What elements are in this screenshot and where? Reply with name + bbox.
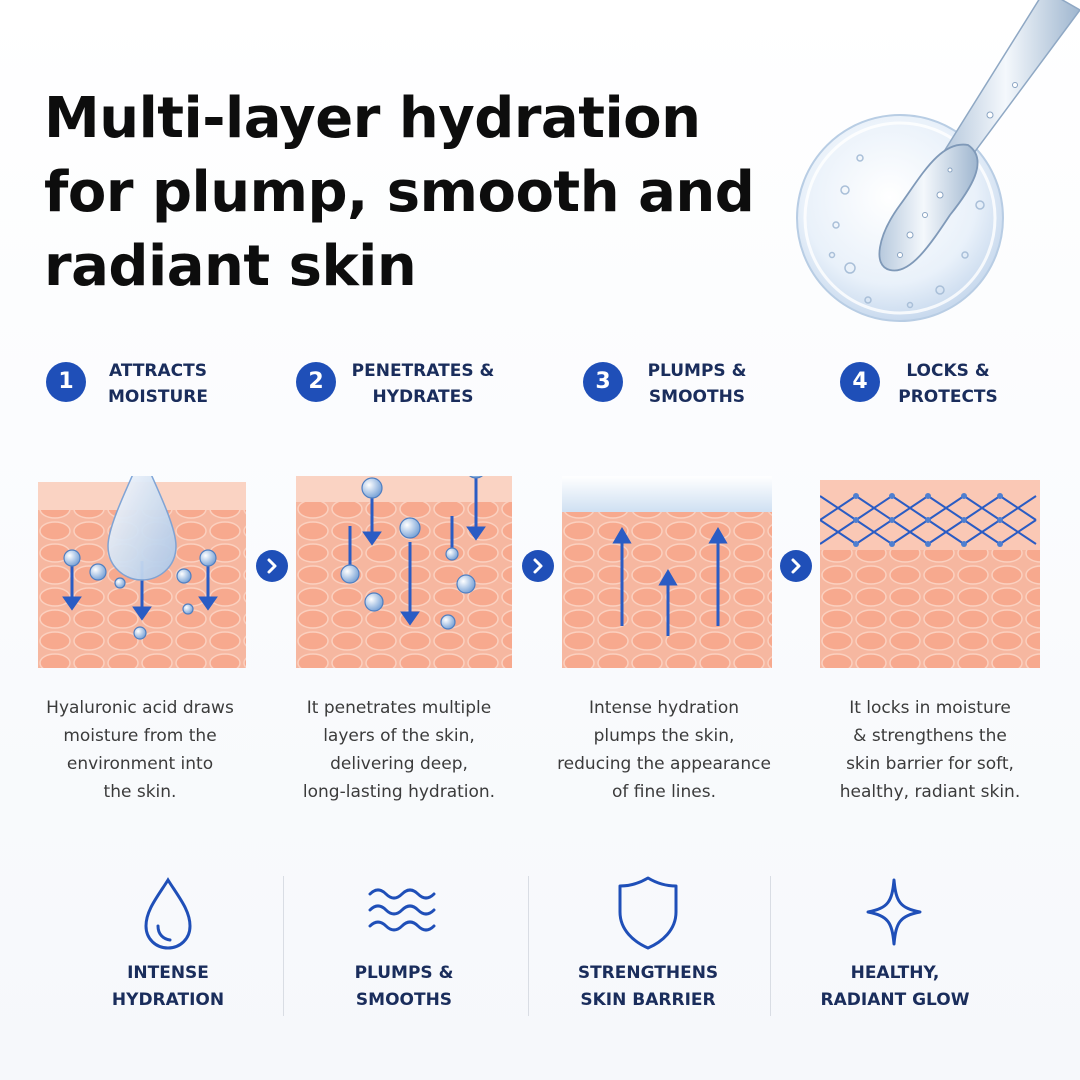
step-2-desc-line-3: delivering deep,: [330, 754, 468, 774]
benefit-divider-1: [283, 876, 284, 1016]
next-step-arrow-2: [522, 550, 554, 582]
step-4-title-line-2: PROTECTS: [898, 387, 998, 407]
page-title: Multi-layer hydration for plump, smooth …: [44, 82, 764, 304]
sparkle-icon: [866, 878, 922, 946]
step-3-desc-line-3: reducing the appearance: [557, 754, 771, 774]
step-2-description: It penetrates multiple layers of the ski…: [279, 694, 519, 806]
title-line-3: radiant skin: [44, 234, 417, 299]
step-1-header: 1 ATTRACTS MOISTURE: [46, 358, 246, 414]
step-4-desc-line-4: healthy, radiant skin.: [839, 782, 1021, 802]
serum-dropper-illustration: [796, 0, 1080, 322]
step-4-title: LOCKS & PROTECTS: [896, 358, 1000, 410]
step-2-title-line-1: PENETRATES &: [351, 361, 495, 381]
benefit-3-label: STRENGTHENS SKIN BARRIER: [538, 960, 758, 1014]
step-2-desc-line-1: It penetrates multiple: [306, 698, 492, 718]
step-2-number: 2: [296, 362, 336, 402]
step-3-description: Intense hydration plumps the skin, reduc…: [544, 694, 784, 806]
benefit-3-label-line-2: SKIN BARRIER: [580, 990, 716, 1010]
step-3-desc-line-1: Intense hydration: [588, 698, 739, 718]
benefit-divider-3: [770, 876, 771, 1016]
step-3-number: 3: [583, 362, 623, 402]
step-1-title-line-2: MOISTURE: [107, 387, 209, 407]
step-3-title: PLUMPS & SMOOTHS: [641, 358, 753, 410]
step-2-desc-line-2: layers of the skin,: [323, 726, 475, 746]
step-4-number: 4: [840, 362, 880, 402]
step-1-desc-line-3: environment into: [66, 754, 214, 774]
step-2-desc-line-4: long-lasting hydration.: [302, 782, 496, 802]
shield-icon: [618, 876, 678, 950]
benefit-4-label: HEALTHY, RADIANT GLOW: [785, 960, 1005, 1014]
step-4-title-line-1: LOCKS &: [906, 361, 990, 381]
step-1-number: 1: [46, 362, 86, 402]
benefit-1-label-line-1: INTENSE: [127, 963, 209, 983]
panel-attracts-moisture: [38, 476, 246, 668]
benefit-2-label-line-1: PLUMPS &: [354, 963, 454, 983]
benefit-4-label-line-2: RADIANT GLOW: [820, 990, 970, 1010]
title-line-1: Multi-layer hydration: [44, 86, 701, 151]
benefit-3-label-line-1: STRENGTHENS: [577, 963, 719, 983]
water-drop-icon: [144, 877, 192, 950]
title-line-2: for plump, smooth and: [44, 160, 755, 225]
step-3-desc-line-2: plumps the skin,: [593, 726, 735, 746]
step-3-title-line-2: SMOOTHS: [648, 387, 746, 407]
step-3-desc-line-4: of fine lines.: [611, 782, 717, 802]
next-step-arrow-3: [780, 550, 812, 582]
step-3-header: 3 PLUMPS & SMOOTHS: [583, 358, 773, 414]
benefit-divider-2: [528, 876, 529, 1016]
step-1-desc-line-1: Hyaluronic acid draws: [46, 698, 234, 718]
step-4-desc-line-1: It locks in moisture: [849, 698, 1011, 718]
panel-plumps-smooths: [562, 476, 772, 668]
step-1-desc-line-2: moisture from the: [63, 726, 217, 746]
panel-locks-protects: [820, 480, 1040, 668]
next-step-arrow-1: [256, 550, 288, 582]
step-1-title-line-1: ATTRACTS: [109, 361, 207, 381]
benefit-1-label-line-2: HYDRATION: [111, 990, 225, 1010]
benefit-2-label-line-2: SMOOTHS: [355, 990, 453, 1010]
benefit-1-label: INTENSE HYDRATION: [58, 960, 278, 1014]
step-1-desc-line-4: the skin.: [103, 782, 177, 802]
step-2-title: PENETRATES & HYDRATES: [348, 358, 498, 410]
step-4-desc-line-3: skin barrier for soft,: [846, 754, 1014, 774]
panel-penetrates-hydrates: [296, 476, 512, 668]
step-2-header: 2 PENETRATES & HYDRATES: [296, 358, 516, 414]
step-4-desc-line-2: & strengthens the: [853, 726, 1007, 746]
step-1-description: Hyaluronic acid draws moisture from the …: [20, 694, 260, 806]
step-3-title-line-1: PLUMPS &: [647, 361, 747, 381]
benefit-4-label-line-1: HEALTHY,: [850, 963, 940, 983]
step-4-header: 4 LOCKS & PROTECTS: [840, 358, 1030, 414]
benefit-2-label: PLUMPS & SMOOTHS: [294, 960, 514, 1014]
waves-icon: [368, 888, 436, 932]
step-2-title-line-2: HYDRATES: [372, 387, 474, 407]
step-4-description: It locks in moisture & strengthens the s…: [810, 694, 1050, 806]
step-1-title: ATTRACTS MOISTURE: [102, 358, 214, 410]
